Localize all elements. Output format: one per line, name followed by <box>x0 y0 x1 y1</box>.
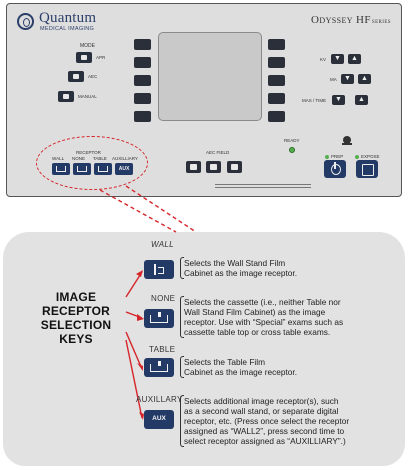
aux-desc-bracket <box>180 395 184 447</box>
up-arrow-icon: ▲ <box>351 55 358 62</box>
ma-down-button[interactable]: ▼ <box>341 74 354 84</box>
title-line-3: SELECTION <box>40 318 112 332</box>
mode-manual-button[interactable] <box>58 91 74 102</box>
down-arrow-icon: ▼ <box>335 96 342 103</box>
brand-name: Quantum <box>39 10 97 26</box>
model-name: Odyssey HFSERIES <box>311 14 391 26</box>
table-key-name: TABLE <box>149 345 176 354</box>
soft-key-left-3[interactable] <box>134 75 151 86</box>
wall-key-button[interactable] <box>144 260 174 279</box>
table-icon <box>150 361 168 372</box>
ma-up-button[interactable]: ▲ <box>358 74 371 84</box>
radiation-icon <box>342 136 352 145</box>
expose-indicator-icon <box>355 155 359 159</box>
wall-desc-bracket <box>180 257 184 279</box>
soft-key-left-4[interactable] <box>134 93 151 104</box>
model-suffix: SERIES <box>371 20 391 25</box>
down-arrow-icon: ▼ <box>344 75 351 82</box>
mas-time-label: MAS / TIME <box>302 98 327 103</box>
aux-key-button[interactable]: AUX <box>144 410 174 429</box>
soft-key-right-5[interactable] <box>268 111 285 122</box>
kv-label: KV <box>320 57 327 62</box>
table-key-description: Selects the Table Film Cabinet as the im… <box>184 357 297 377</box>
ma-label: MA <box>330 77 337 82</box>
kv-up-button[interactable]: ▲ <box>348 54 361 64</box>
receptor-highlight-ellipse <box>36 136 148 190</box>
prep-indicator-icon <box>325 155 329 159</box>
soft-key-right-3[interactable] <box>268 75 285 86</box>
aec-field-center-button[interactable] <box>206 161 221 173</box>
cassette-icon <box>150 312 168 323</box>
up-arrow-icon: ▲ <box>361 75 368 82</box>
aux-key-description: Selects additional image receptor(s), su… <box>184 396 350 446</box>
ready-label: READY <box>284 138 300 143</box>
wall-key-name: WALL <box>151 240 174 249</box>
brand-subtitle: MEDICAL IMAGING <box>40 26 95 32</box>
mas-up-button[interactable]: ▲ <box>355 95 368 105</box>
none-key-name: NONE <box>151 294 176 303</box>
table-key-button[interactable] <box>144 358 174 377</box>
aec-field-title: AEC FIELD <box>206 150 230 155</box>
mode-title: MODE <box>80 43 95 49</box>
down-arrow-icon: ▼ <box>334 55 341 62</box>
quantum-logo-icon <box>17 13 34 30</box>
console-footnote-strip <box>215 184 311 188</box>
wall-stand-icon <box>154 264 164 275</box>
kv-down-button[interactable]: ▼ <box>331 54 344 64</box>
ready-indicator-icon <box>289 147 295 153</box>
expose-button[interactable] <box>356 160 378 178</box>
title-line-2: RECEPTOR <box>41 304 111 318</box>
lcd-display <box>158 32 262 121</box>
soft-key-right-2[interactable] <box>268 57 285 68</box>
mode-aec-button[interactable] <box>68 71 84 82</box>
mode-manual-label: MANUAL <box>78 94 97 99</box>
aux-key-name: AUXILLARY <box>136 395 183 404</box>
none-key-button[interactable] <box>144 309 174 328</box>
mas-down-button[interactable]: ▼ <box>332 95 345 105</box>
soft-key-right-4[interactable] <box>268 93 285 104</box>
aec-field-left-button[interactable] <box>186 161 201 173</box>
up-arrow-icon: ▲ <box>358 96 365 103</box>
prep-button[interactable] <box>324 160 346 178</box>
soft-key-left-2[interactable] <box>134 57 151 68</box>
none-desc-bracket <box>180 296 184 338</box>
receptor-keys-title: IMAGE RECEPTOR SELECTION KEYS <box>28 290 124 346</box>
wall-key-description: Selects the Wall Stand Film Cabinet as t… <box>184 258 297 278</box>
soft-key-right-1[interactable] <box>268 39 285 50</box>
soft-key-left-5[interactable] <box>134 111 151 122</box>
title-line-1: IMAGE <box>55 290 97 304</box>
callout-panel <box>3 232 405 466</box>
expose-label: EXPOSE <box>361 154 380 159</box>
aux-key-label: AUX <box>152 415 166 422</box>
prep-label: PREP <box>331 154 344 159</box>
aec-field-right-button[interactable] <box>227 161 242 173</box>
soft-key-left-1[interactable] <box>134 39 151 50</box>
mode-apr-button[interactable] <box>76 52 92 63</box>
none-key-description: Selects the cassette (i.e., neither Tabl… <box>184 297 344 337</box>
table-desc-bracket <box>180 356 184 378</box>
mode-apr-label: APR <box>96 55 106 60</box>
mode-aec-label: AEC <box>88 74 98 79</box>
title-line-4: KEYS <box>59 332 93 346</box>
